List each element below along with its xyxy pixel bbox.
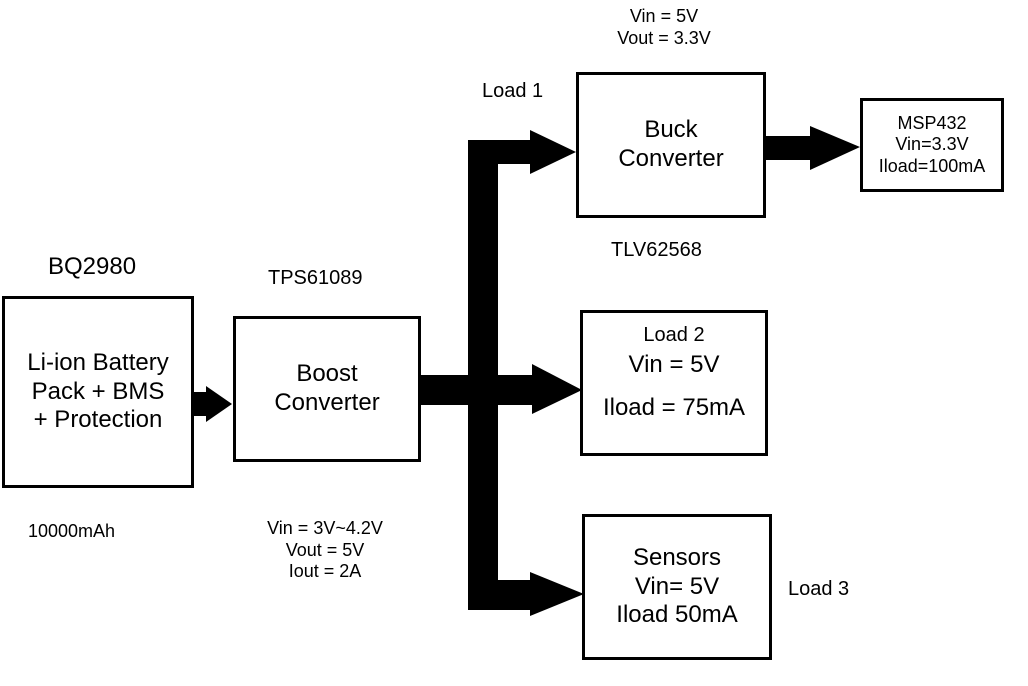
- buck-to-mcu-arrow-head: [810, 126, 860, 170]
- boost-spec-iout: Iout = 2A: [288, 561, 362, 582]
- sensors-iload: Iload 50mA: [616, 601, 738, 629]
- boost-converter-block: Boost Converter: [233, 316, 421, 462]
- load1-label: Load 1: [482, 80, 544, 102]
- boost-output-line: [420, 375, 470, 405]
- boost-chip-label: TPS61089: [268, 267, 363, 289]
- buck-line-1: Buck: [644, 116, 698, 144]
- boost-specs: Vin = 3V~4.2V Vout = 5V Iout = 2A: [240, 518, 410, 583]
- mcu-block: MSP432 Vin=3.3V Iload=100mA: [860, 98, 1004, 192]
- bus-to-load2-arrow-head: [532, 364, 582, 414]
- battery-line-1: Li-ion Battery: [27, 348, 169, 376]
- battery-bms-chip-label: BQ2980: [48, 253, 137, 280]
- buck-to-mcu-arrow-shaft: [766, 136, 814, 160]
- buck-spec-vout: Vout = 3.3V: [617, 27, 711, 48]
- bus-to-buck-arrow-shaft: [496, 140, 532, 164]
- buck-line-2: Converter: [618, 145, 724, 172]
- battery-line-3: + Protection: [33, 406, 163, 434]
- bus-to-buck-arrow-head: [530, 130, 576, 174]
- sensors-vin: Vin= 5V: [634, 572, 720, 600]
- boost-spec-vout: Vout = 5V: [285, 539, 365, 560]
- mcu-line-1: MSP432: [897, 112, 967, 133]
- load2-block: Load 2 Vin = 5V Iload = 75mA: [580, 310, 768, 456]
- boost-line-1: Boost: [296, 360, 358, 388]
- battery-line-2: Pack + BMS: [31, 377, 165, 405]
- load2-title: Load 2: [643, 324, 705, 346]
- bus-to-load2-arrow-shaft: [496, 375, 536, 405]
- boost-line-2: Converter: [274, 389, 380, 416]
- sensors-title: Sensors: [632, 543, 722, 571]
- mcu-line-3: Iload=100mA: [878, 155, 986, 176]
- bus-to-sensors-arrow-shaft: [496, 580, 532, 610]
- battery-to-boost-arrow-shaft: [194, 392, 208, 416]
- battery-to-boost-arrow-head: [206, 386, 232, 422]
- buck-specs: Vin = 5V Vout = 3.3V: [594, 6, 734, 49]
- battery-capacity-label: 10000mAh: [28, 521, 116, 541]
- battery-block: Li-ion Battery Pack + BMS + Protection: [2, 296, 194, 488]
- boost-spec-vin: Vin = 3V~4.2V: [267, 518, 383, 538]
- bus-to-sensors-arrow-head: [530, 572, 584, 616]
- buck-spec-vin: Vin = 5V: [629, 6, 699, 26]
- load2-vin: Vin = 5V: [628, 351, 720, 378]
- distribution-bus: [468, 140, 498, 610]
- buck-chip-label: TLV62568: [611, 239, 702, 261]
- mcu-line-2: Vin=3.3V: [895, 134, 969, 155]
- load3-label: Load 3: [788, 578, 850, 600]
- load2-iload: Iload = 75mA: [602, 393, 746, 421]
- sensors-block: Sensors Vin= 5V Iload 50mA: [582, 514, 772, 660]
- buck-converter-block: Buck Converter: [576, 72, 766, 218]
